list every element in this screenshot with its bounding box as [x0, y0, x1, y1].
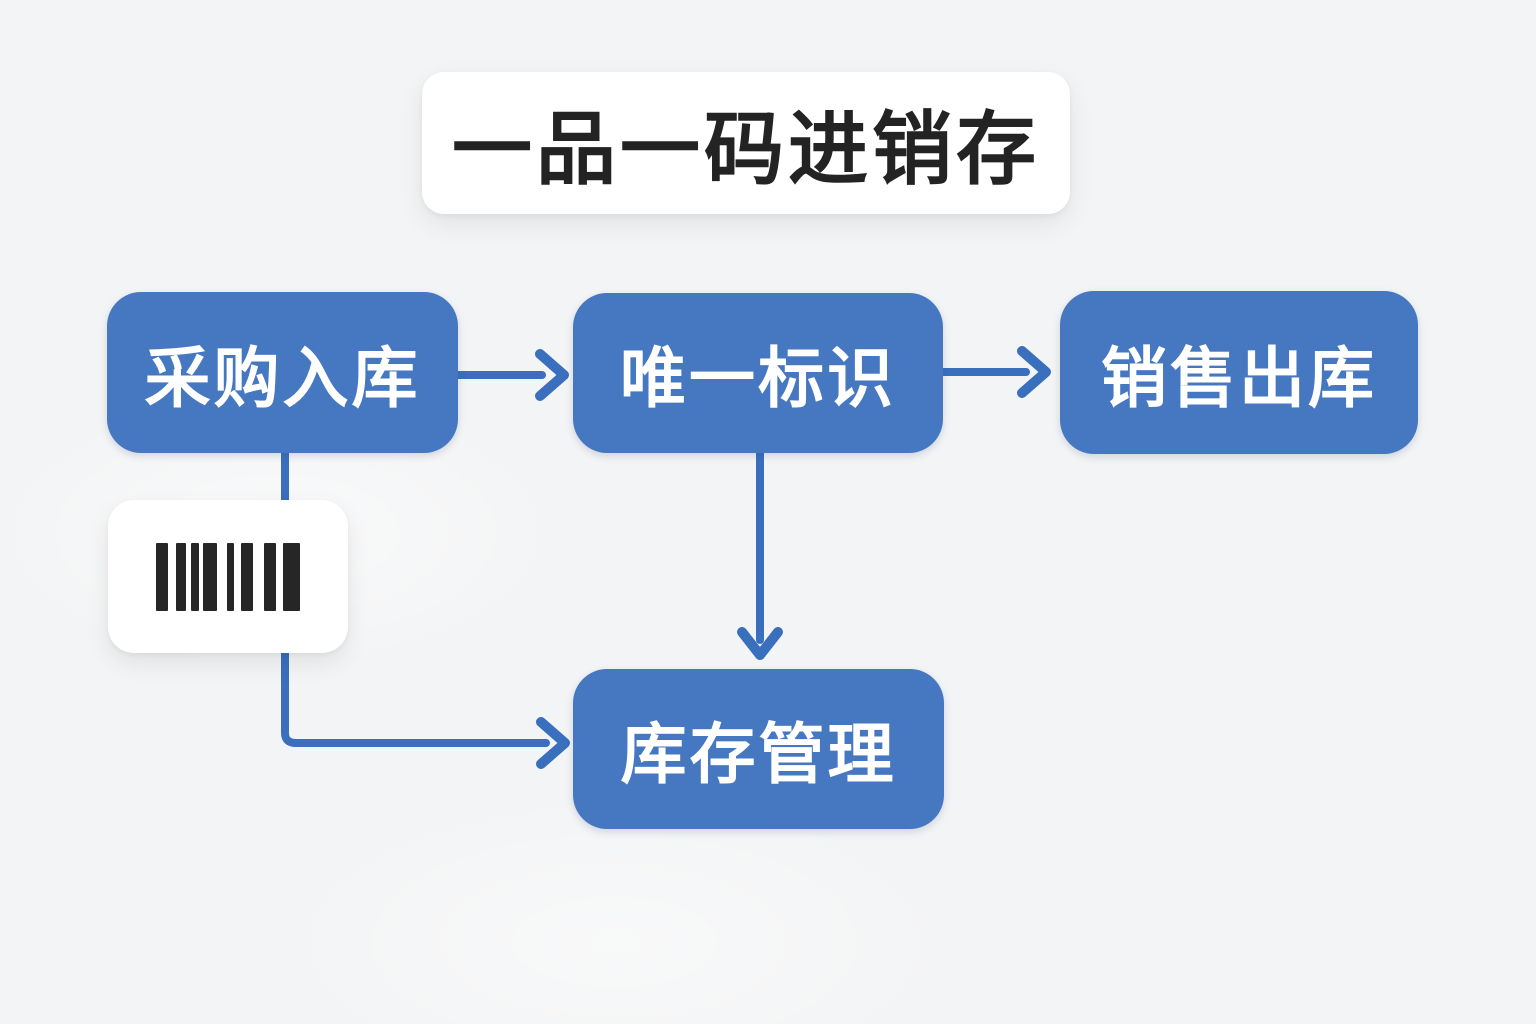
node-unique-identifier-label: 唯一标识	[620, 341, 896, 415]
node-unique-identifier: 唯一标识	[573, 293, 943, 453]
node-sales-outbound: 销售出库	[1060, 291, 1418, 454]
arrow-unique-to-sales	[934, 346, 1051, 398]
barcode-card	[108, 500, 348, 653]
node-inventory-management-label: 库存管理	[620, 717, 897, 791]
node-purchase-inbound: 采购入库	[107, 292, 458, 453]
node-inventory-management: 库存管理	[573, 669, 944, 829]
arrow-unique-to-inventory	[737, 444, 783, 660]
arrow-purchase-to-inventory	[281, 444, 570, 769]
title-card: 一品一码进销存	[422, 72, 1070, 214]
page-title: 一品一码进销存	[452, 105, 1040, 194]
barcode-icon	[156, 542, 300, 611]
node-sales-outbound-label: 销售出库	[1101, 340, 1377, 415]
node-purchase-inbound-label: 采购入库	[144, 340, 421, 415]
arrow-purchase-to-unique	[448, 349, 569, 401]
